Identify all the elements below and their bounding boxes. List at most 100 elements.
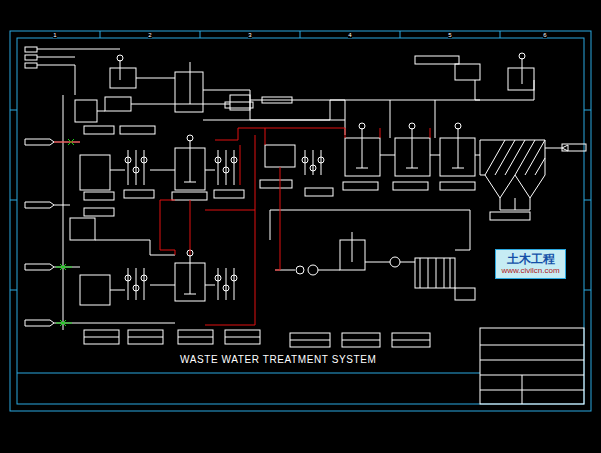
drawing-stroke: [231, 157, 237, 163]
grid-reference: 1: [53, 32, 56, 38]
drawing-stroke: [17, 373, 480, 374]
drawing-stroke: [10, 31, 591, 290]
drawing-stroke: [519, 53, 525, 59]
drawing-stroke: [393, 182, 428, 190]
drawing-stroke: [480, 328, 584, 404]
drawing-stroke: [25, 63, 37, 68]
drawing-stroke: [54, 205, 70, 206]
drawing-stroke: [392, 340, 430, 341]
drawing-stroke: [84, 192, 114, 200]
drawing-stroke: [17, 38, 584, 404]
drawing-stroke: [455, 123, 461, 129]
drawing-stroke: [440, 182, 475, 190]
drawing-stroke: [392, 333, 430, 347]
drawing-stroke: [120, 58, 522, 294]
drawing-stroke: [141, 157, 147, 163]
drawing-stroke: [223, 285, 229, 291]
drawing-stroke: [480, 140, 545, 198]
drawing-stroke: [545, 145, 568, 151]
drawing-stroke: [455, 288, 475, 300]
drawing-stroke: [190, 145, 255, 255]
tanks: [70, 64, 534, 305]
grid-reference: 5: [448, 32, 451, 38]
drawing-stroke: [215, 275, 221, 281]
drawing-stroke: [37, 57, 75, 58]
red-pipes: [54, 128, 430, 325]
drawing-stroke: [128, 337, 163, 338]
drawing-stroke: [390, 257, 400, 267]
drawing-stroke: [84, 337, 119, 338]
drawing-stroke: [128, 150, 321, 300]
drawing-stroke: [110, 170, 215, 285]
drawing-stroke: [54, 128, 345, 325]
settler: [480, 140, 586, 210]
drawing-stroke: [214, 190, 244, 198]
drawing-stroke: [25, 139, 54, 145]
drawing-stroke: [125, 157, 131, 163]
drawing-stroke: [80, 275, 110, 305]
drawing-stroke: [25, 55, 37, 60]
drawing-stroke: [25, 202, 54, 208]
drawing-stroke: [290, 333, 330, 347]
drawing-stroke: [485, 140, 545, 175]
drawing-stroke: [500, 198, 530, 210]
drawing-stroke: [225, 330, 260, 344]
drawing-stroke: [133, 167, 139, 173]
drawing-stroke: [37, 65, 75, 95]
drawing-stroke: [37, 49, 120, 50]
drawing-stroke: [141, 275, 147, 281]
drawing-stroke: [359, 123, 365, 129]
drawing-stroke: [25, 320, 54, 326]
drawing-stroke: [54, 323, 175, 324]
drawing-stroke: [225, 102, 253, 108]
drawing-stroke: [265, 145, 295, 167]
drawing-stroke: [490, 212, 530, 220]
drawing-stroke: [270, 210, 470, 250]
drawing-stroke: [175, 72, 203, 112]
white-pipes: [95, 78, 534, 290]
grid-reference: 4: [348, 32, 351, 38]
watermark-url: www.civilcn.com: [501, 266, 560, 276]
drawing-stroke: [455, 64, 480, 80]
drawing-stroke: [56, 264, 72, 270]
drawing-stroke: [124, 190, 154, 198]
drawing-stroke: [56, 320, 72, 326]
drawing-stroke: [296, 266, 304, 274]
drawing-stroke: [302, 157, 308, 163]
drawing-stroke: [305, 188, 333, 196]
drawing-stroke: [260, 180, 292, 188]
drawing-stroke: [318, 157, 324, 163]
drawing-stroke: [310, 165, 316, 171]
drawing-stroke: [415, 258, 455, 288]
drawing-stroke: [128, 330, 163, 344]
drawing-stroke: [10, 31, 591, 411]
drawing-stroke: [80, 155, 110, 190]
drawing-stroke: [63, 95, 64, 330]
drawing-stroke: [508, 68, 534, 90]
drawing-stroke: [380, 155, 480, 156]
drawing-stroke: [342, 333, 380, 347]
grid-reference: 3: [248, 32, 251, 38]
drawing-stroke: [342, 340, 380, 341]
drawing-stroke: [178, 337, 213, 338]
drawing-stroke: [84, 126, 114, 134]
drawing-stroke: [160, 128, 430, 255]
drawing-stroke: [409, 123, 415, 129]
drawing-stroke: [172, 192, 207, 200]
drawing-stroke: [231, 275, 237, 281]
drawing-stroke: [75, 100, 97, 122]
title-block: [480, 328, 584, 404]
drawing-stroke: [95, 78, 534, 290]
drawing-stroke: [117, 55, 123, 61]
drawing-stroke: [178, 330, 213, 344]
drawing-title: WASTE WATER TREATMENT SYSTEM: [180, 354, 376, 365]
drawing-stroke: [223, 167, 229, 173]
watermark-badge: 土木工程www.civilcn.com: [495, 249, 566, 279]
drawing-stroke: [84, 330, 119, 344]
drawing-stroke: [562, 144, 586, 151]
drawing-stroke: [105, 97, 131, 111]
drawing-stroke: [133, 285, 139, 291]
sheet-frame: [10, 31, 591, 411]
